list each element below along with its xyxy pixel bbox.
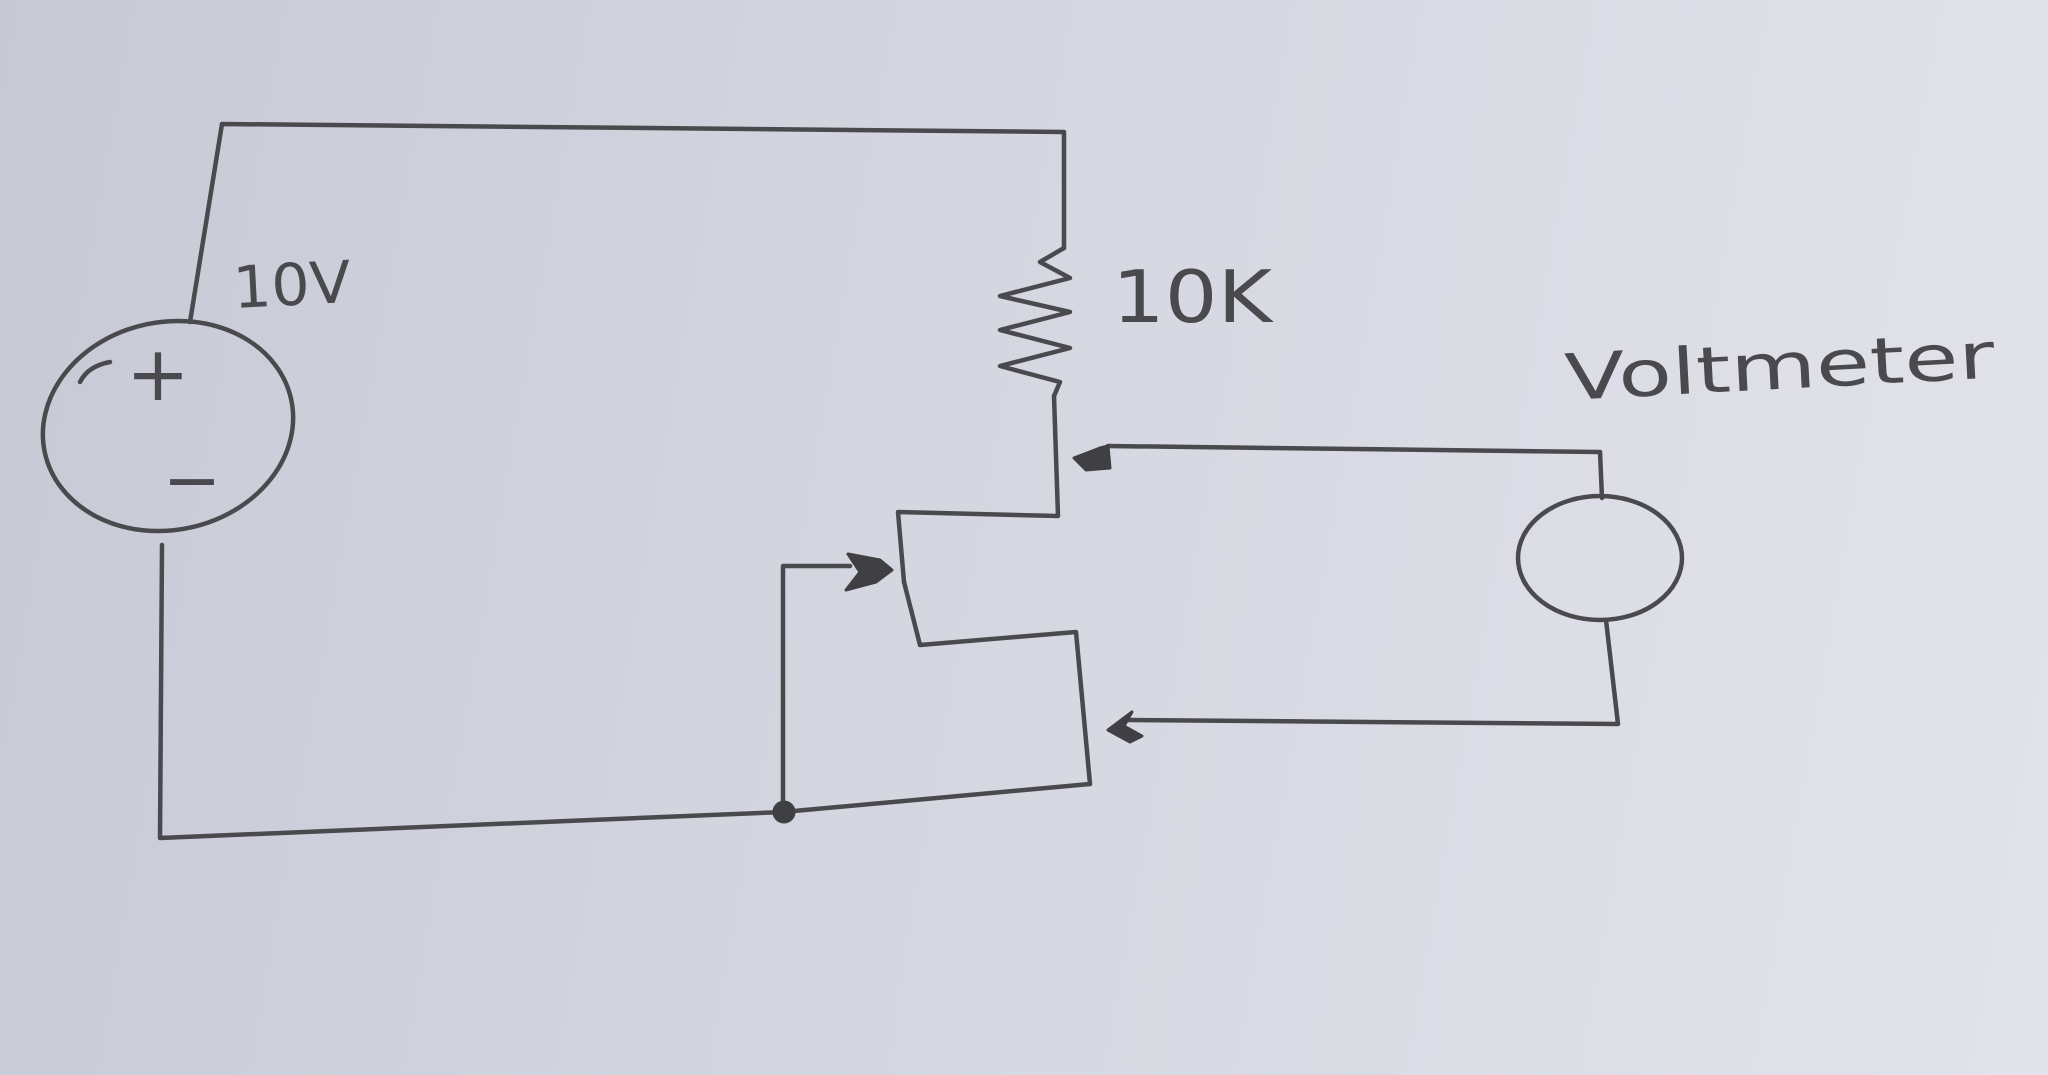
voltmeter-circle: [1515, 493, 1685, 623]
source-inner-arc: [77, 359, 113, 385]
wire-resistor-to-drain: [895, 393, 1061, 585]
voltage-source-circle: [40, 318, 296, 534]
source-plus-sign: +: [126, 329, 190, 418]
transistor-body: [901, 579, 1093, 787]
probe-arrow-bottom-icon: [1106, 710, 1144, 744]
wire-top: [187, 121, 1067, 325]
wire-gate: [780, 563, 853, 815]
wire-source-return: [157, 542, 1093, 841]
meter-label: Voltmeter: [1563, 320, 1997, 416]
probe-arrow-top-icon: [1072, 444, 1112, 472]
voltmeter-lead-top: [1105, 443, 1605, 501]
resistor-label: 10K: [1112, 255, 1274, 339]
voltmeter-lead-bottom: [1123, 617, 1621, 727]
resistor-zigzag: [997, 245, 1073, 399]
source-label: 10V: [231, 248, 353, 322]
gate-arrow-icon: [844, 552, 894, 592]
source-minus-sign: −: [163, 439, 222, 521]
junction-dot: [772, 800, 796, 824]
